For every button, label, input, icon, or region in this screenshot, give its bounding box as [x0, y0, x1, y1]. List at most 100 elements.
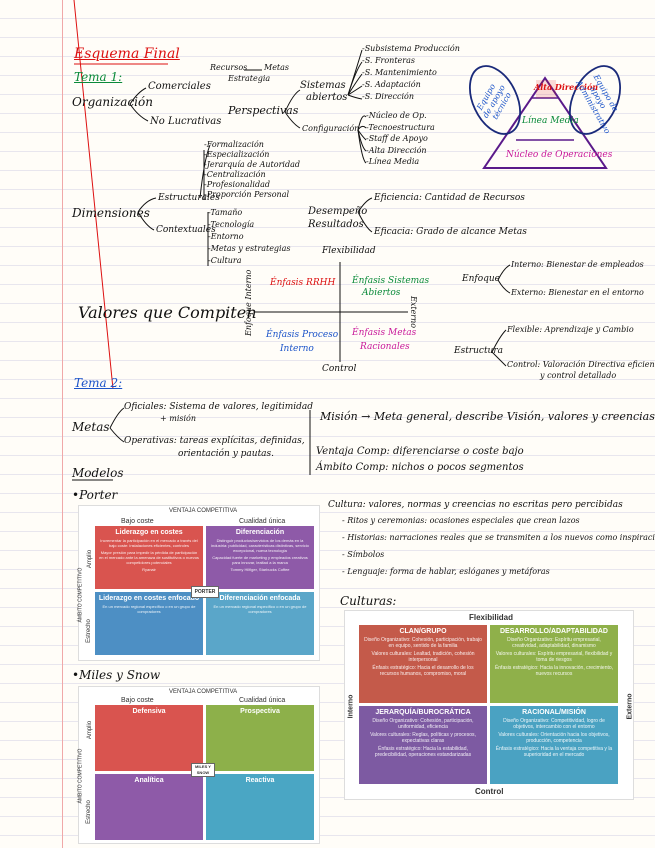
desempeno-label: Desempeño [308, 206, 368, 217]
organizacion-label: Organización [72, 95, 153, 109]
cultures-cell-text: Valores culturales: Espíritu empresarial… [495, 651, 613, 663]
quadrant-abiertos: Abiertos [362, 288, 401, 298]
operativas-def-2: orientación y pautas. [178, 449, 275, 459]
sistemas-subsystem-item: -S. Adaptación [362, 80, 421, 89]
porter-cell: Liderazgo en costes enfocado En un mercad… [95, 592, 203, 655]
miles-cell: Prospectiva [206, 705, 314, 771]
pyramid-top-label: Alta Dirección [534, 82, 599, 92]
cultures-cell-text: Diseño Organizativo: Espíritu empresaria… [507, 637, 601, 649]
quadrant-rrhh: Énfasis RRHH [270, 278, 336, 288]
mision-def: Misión → Meta general, describe Visión, … [320, 410, 655, 423]
estructurales-item: -Proporción Personal [204, 190, 290, 199]
perspectivas-label: Perspectivas [228, 104, 299, 117]
cultures-cell-text: Énfasis estratégico: Hacia la innovación… [494, 665, 614, 677]
sistemas-label: Sistemas [300, 80, 346, 91]
cultures-cell-text: Valores culturales: Orientación hacia lo… [498, 732, 610, 744]
comerciales-label: Comerciales [148, 81, 211, 92]
externo-axis-label: Externo [409, 296, 418, 329]
quadrant-metas: Énfasis Metas [352, 328, 417, 338]
contextuales-label: Contextuales [156, 225, 216, 235]
miles-cell: Defensiva [95, 705, 203, 771]
cultures-top-label: Flexibilidad [469, 613, 514, 622]
control-def-2: y control detallado [540, 371, 617, 380]
recursos-label: Recursos [210, 63, 248, 72]
control-def: Control: Valoración Directiva eficiencia [507, 360, 655, 369]
contextuales-item: -Cultura [208, 256, 242, 265]
cultura-item: - Lenguaje: forma de hablar, eslóganes y… [342, 567, 550, 576]
porter-cell-text: Mayor presión para impedir la pérdida de… [99, 550, 199, 565]
cultura-item: - Ritos y ceremonias: ocasiones especial… [342, 516, 580, 525]
pyramid-diagram [469, 65, 621, 169]
estructurales-item: -Jerarquía de Autoridad [204, 160, 300, 169]
cultures-cell-text: Valores culturales: Lealtad, tradición, … [371, 651, 475, 663]
porter-col2: Cualidad única [239, 518, 286, 525]
porter-row2: Estrecho [85, 619, 92, 643]
tema2-heading: Tema 2: [74, 376, 123, 390]
porter-center-badge: PORTER [191, 586, 219, 598]
porter-side-label: ÁMBITO COMPETITIVO [77, 567, 84, 623]
cultures-cell-title: DESARROLLO/ADAPTABILIDAD [500, 628, 608, 635]
cultures-cell-text: Diseño Organizativo: Cohesión, participa… [364, 637, 482, 649]
miles-cell: Analítica [95, 774, 203, 840]
cultures-chart: Flexibilidad Control Interno Externo CLA… [344, 610, 634, 800]
valores-label: Valores que Compiten [78, 303, 257, 322]
miles-row2: Estrecho [85, 800, 92, 824]
metas-label: Metas [264, 63, 290, 72]
porter-cell-title: Diferenciación enfocada [219, 595, 301, 602]
porter-cell-text: Distinguir productos/servicios de los de… [211, 538, 309, 553]
porter-cell-title: Liderazgo en costes enfocado [98, 595, 200, 602]
enfoque-interno-label: Enfoque Interno [244, 269, 253, 336]
estructurales-label: Estructurales [158, 193, 220, 203]
porter-cell-text: Ryanair [142, 567, 156, 572]
sistemas-subsystem-item: -Subsistema Producción [362, 44, 460, 53]
sistemas-subsystem-item: -S. Mantenimiento [362, 68, 437, 77]
control-axis-label: Control [322, 364, 357, 374]
contextuales-item: -Metas y estrategias [208, 244, 291, 253]
cultures-cell-text: Énfasis estratégico: Hacia la estabilida… [374, 746, 472, 758]
enfoque-interno-def: Interno: Bienestar de empleados [511, 260, 644, 269]
estructurales-item: -Profesionalidad [204, 180, 270, 189]
eficiencia-def: Eficiencia: Cantidad de Recursos [374, 193, 525, 203]
miles-cell-title: Reactiva [245, 777, 275, 784]
porter-row1: Amplio [87, 549, 94, 569]
cultura-item: - Símbolos [342, 550, 385, 559]
oficiales-mision: + misión [160, 414, 197, 423]
culturas-heading: Culturas: [340, 594, 397, 608]
porter-cell: Diferenciación enfocada En un mercado reg… [206, 592, 314, 655]
configuracion-item: -Alta Dirección [366, 145, 427, 155]
sistemas-subsystem-item: -S. Fronteras [362, 56, 415, 65]
cultures-cell-text: Énfasis estratégico: Hacia el desarrollo… [372, 665, 474, 677]
estrategia-label: Estrategia [228, 74, 271, 83]
cultures-bottom-label: Control [475, 787, 504, 796]
dimensiones-label: Dimensiones [72, 206, 150, 220]
configuracion-label: Configuración [302, 124, 360, 133]
notebook-margin-line [62, 0, 63, 848]
pyramid-middle-label: Línea Media [522, 116, 579, 126]
configuracion-item: -Staff de Apoyo [366, 134, 428, 143]
eficacia-def: Eficacia: Grado de alcance Metas [374, 227, 527, 237]
resultados-label: Resultados [308, 219, 364, 230]
miles-cell-title: Analítica [134, 777, 164, 784]
porter-chart: VENTAJA COMPETITIVA Bajo coste Cualidad … [77, 505, 320, 661]
no-lucrativas-label: No Lucrativas [150, 116, 222, 127]
sistemas-subsystem-item: -S. Dirección [362, 92, 415, 101]
cultures-cell-text: Valores culturales: Reglas, políticas y … [370, 732, 476, 744]
porter-cell-text: En un mercado regional específico o en u… [213, 604, 307, 614]
enfoque-label: Enfoque [462, 274, 500, 284]
estructurales-item: -Formalización [204, 140, 264, 149]
porter-cell-text: Capacidad fuerte de marketing y empleado… [212, 555, 308, 565]
porter-cell-text: En un mercado regional específico o en u… [102, 604, 196, 614]
page-title: Esquema Final [74, 46, 180, 62]
porter-cell-text: Tommy Hilfiger, Starbucks Coffee [230, 567, 290, 572]
estructurales-item: -Especialización [204, 150, 270, 159]
flexible-def: Flexible: Aprendizaje y Cambio [507, 325, 634, 334]
cultura-item: - Historias: narraciones reales que se t… [342, 533, 655, 542]
operativas-def: Operativas: tareas explícitas, definidas… [124, 436, 305, 446]
cultures-cell-title: JERARQUÍA/BUROCRÁTICA [375, 709, 471, 716]
enfoque-externo-def: Externo: Bienestar en el entorno [511, 288, 644, 297]
cultures-cell-text: Diseño Organizativo: Competitividad, log… [503, 718, 605, 730]
